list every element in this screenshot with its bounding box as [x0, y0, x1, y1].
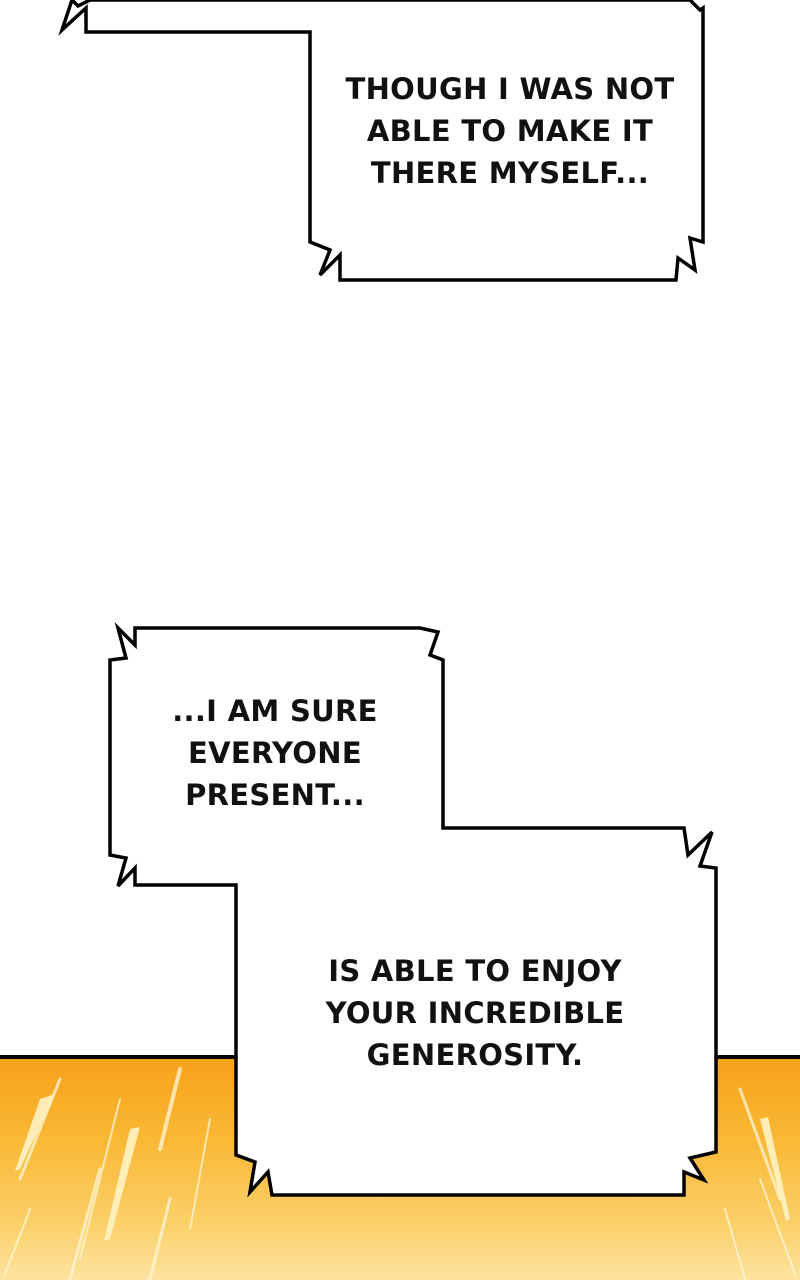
- speed-lines: [4, 1067, 796, 1280]
- caption-text-bottom: IS ABLE TO ENJOY YOUR INCREDIBLE GENEROS…: [325, 954, 625, 1072]
- caption-text-top: THOUGH I WAS NOT ABLE TO MAKE IT THERE M…: [345, 72, 675, 190]
- caption-text-middle: ...I AM SURE EVERYONE PRESENT...: [172, 694, 378, 812]
- caption-box-bottom: [108, 622, 718, 1198]
- caption-box-top: [58, 0, 705, 282]
